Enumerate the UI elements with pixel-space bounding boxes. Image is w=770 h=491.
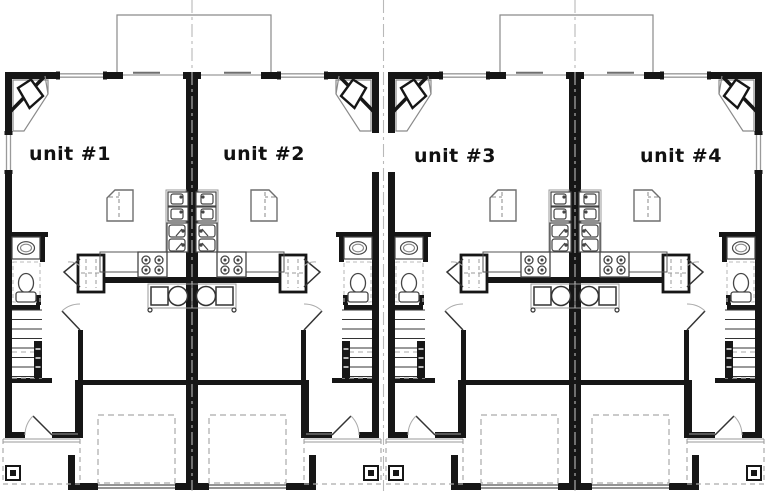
side-window-icon xyxy=(4,131,763,174)
unit-4-label: unit #4 xyxy=(640,145,722,167)
unit-3-plan xyxy=(384,69,577,491)
unit-3-label: unit #3 xyxy=(414,145,496,167)
unit-2-label: unit #2 xyxy=(223,143,305,165)
unit-1-plan xyxy=(1,69,194,491)
deck-outline-icon xyxy=(116,14,654,72)
unit-1-label: unit #1 xyxy=(29,143,111,165)
unit-2-plan xyxy=(190,69,383,491)
centerline-icon xyxy=(191,0,576,491)
unit-4-plan xyxy=(573,69,766,491)
